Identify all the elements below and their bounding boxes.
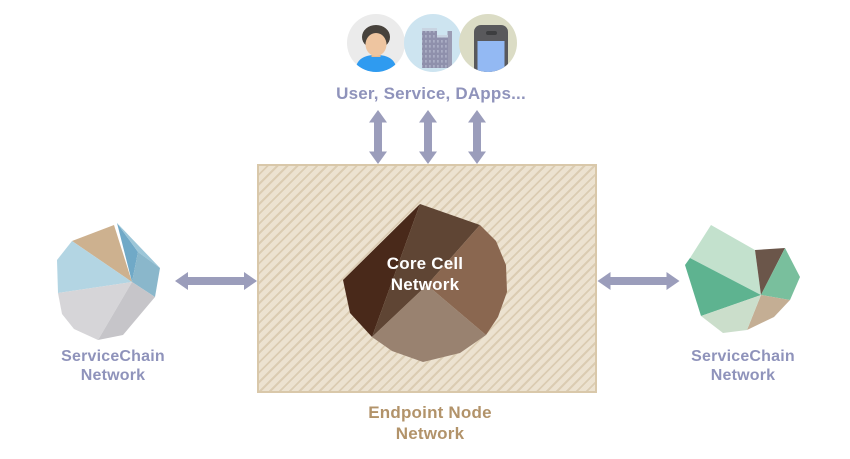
core-facet-right <box>427 225 507 335</box>
avatar-face <box>365 33 387 56</box>
left-facet-steel-blue <box>132 252 160 297</box>
servicechain-right-crystal <box>685 225 800 333</box>
right-network-label-line1: ServiceChain <box>691 348 795 365</box>
building-tall-roof <box>422 28 437 31</box>
phone-screen <box>477 41 505 72</box>
right-facet-brown <box>755 248 785 295</box>
core-facet-top <box>372 204 480 337</box>
endpoint-node-label-line2: Network <box>395 424 465 443</box>
left-facet-light-blue <box>117 223 160 268</box>
left-network-label-line2: Network <box>80 367 146 384</box>
core-facet-bottom <box>372 285 486 362</box>
horizontal-double-arrow-left <box>175 272 257 290</box>
left-network-label: ServiceChain Network <box>43 347 183 385</box>
core-facet-dark <box>343 204 420 337</box>
left-facet-gray <box>98 282 155 340</box>
top-label: User, Service, DApps... <box>336 84 526 103</box>
vertical-double-arrow-left <box>369 110 387 164</box>
right-network-label-line2: Network <box>710 367 776 384</box>
left-facet-spike <box>117 223 138 282</box>
phone-speaker <box>486 31 497 35</box>
right-facet-pale-green <box>690 225 761 295</box>
left-network-label-line1: ServiceChain <box>61 348 165 365</box>
smartphone-icon <box>459 14 517 72</box>
servicechain-left-crystal <box>57 223 160 340</box>
endpoint-node-label-line1: Endpoint Node <box>368 403 492 422</box>
endpoint-node-label: Endpoint Node Network <box>320 402 540 444</box>
user-avatar-icon <box>347 14 405 72</box>
core-cell-label: Core Cell Network <box>340 253 510 295</box>
core-cell-crystal <box>343 204 507 362</box>
left-facet-gray-light <box>58 282 132 340</box>
building-short-roof <box>437 35 448 38</box>
building-tall <box>422 28 437 68</box>
right-facet-tan <box>747 295 790 330</box>
building-back-tower <box>447 31 452 68</box>
building-short <box>437 35 448 68</box>
horizontal-double-arrow-right <box>597 272 680 290</box>
right-network-label: ServiceChain Network <box>673 347 813 385</box>
left-facet-tan-sliver <box>72 225 132 282</box>
right-facet-pale-bottom <box>701 295 761 333</box>
right-facet-green <box>685 258 761 316</box>
core-cell-label-line2: Network <box>390 275 460 294</box>
core-cell-label-line1: Core Cell <box>386 254 464 273</box>
right-facet-green-light <box>761 248 800 300</box>
vertical-double-arrow-middle <box>419 110 437 164</box>
vertical-double-arrow-right <box>468 110 486 164</box>
left-facet-pale-blue <box>57 241 132 293</box>
avatar-shirt <box>355 55 397 72</box>
buildings-icon <box>404 14 462 72</box>
